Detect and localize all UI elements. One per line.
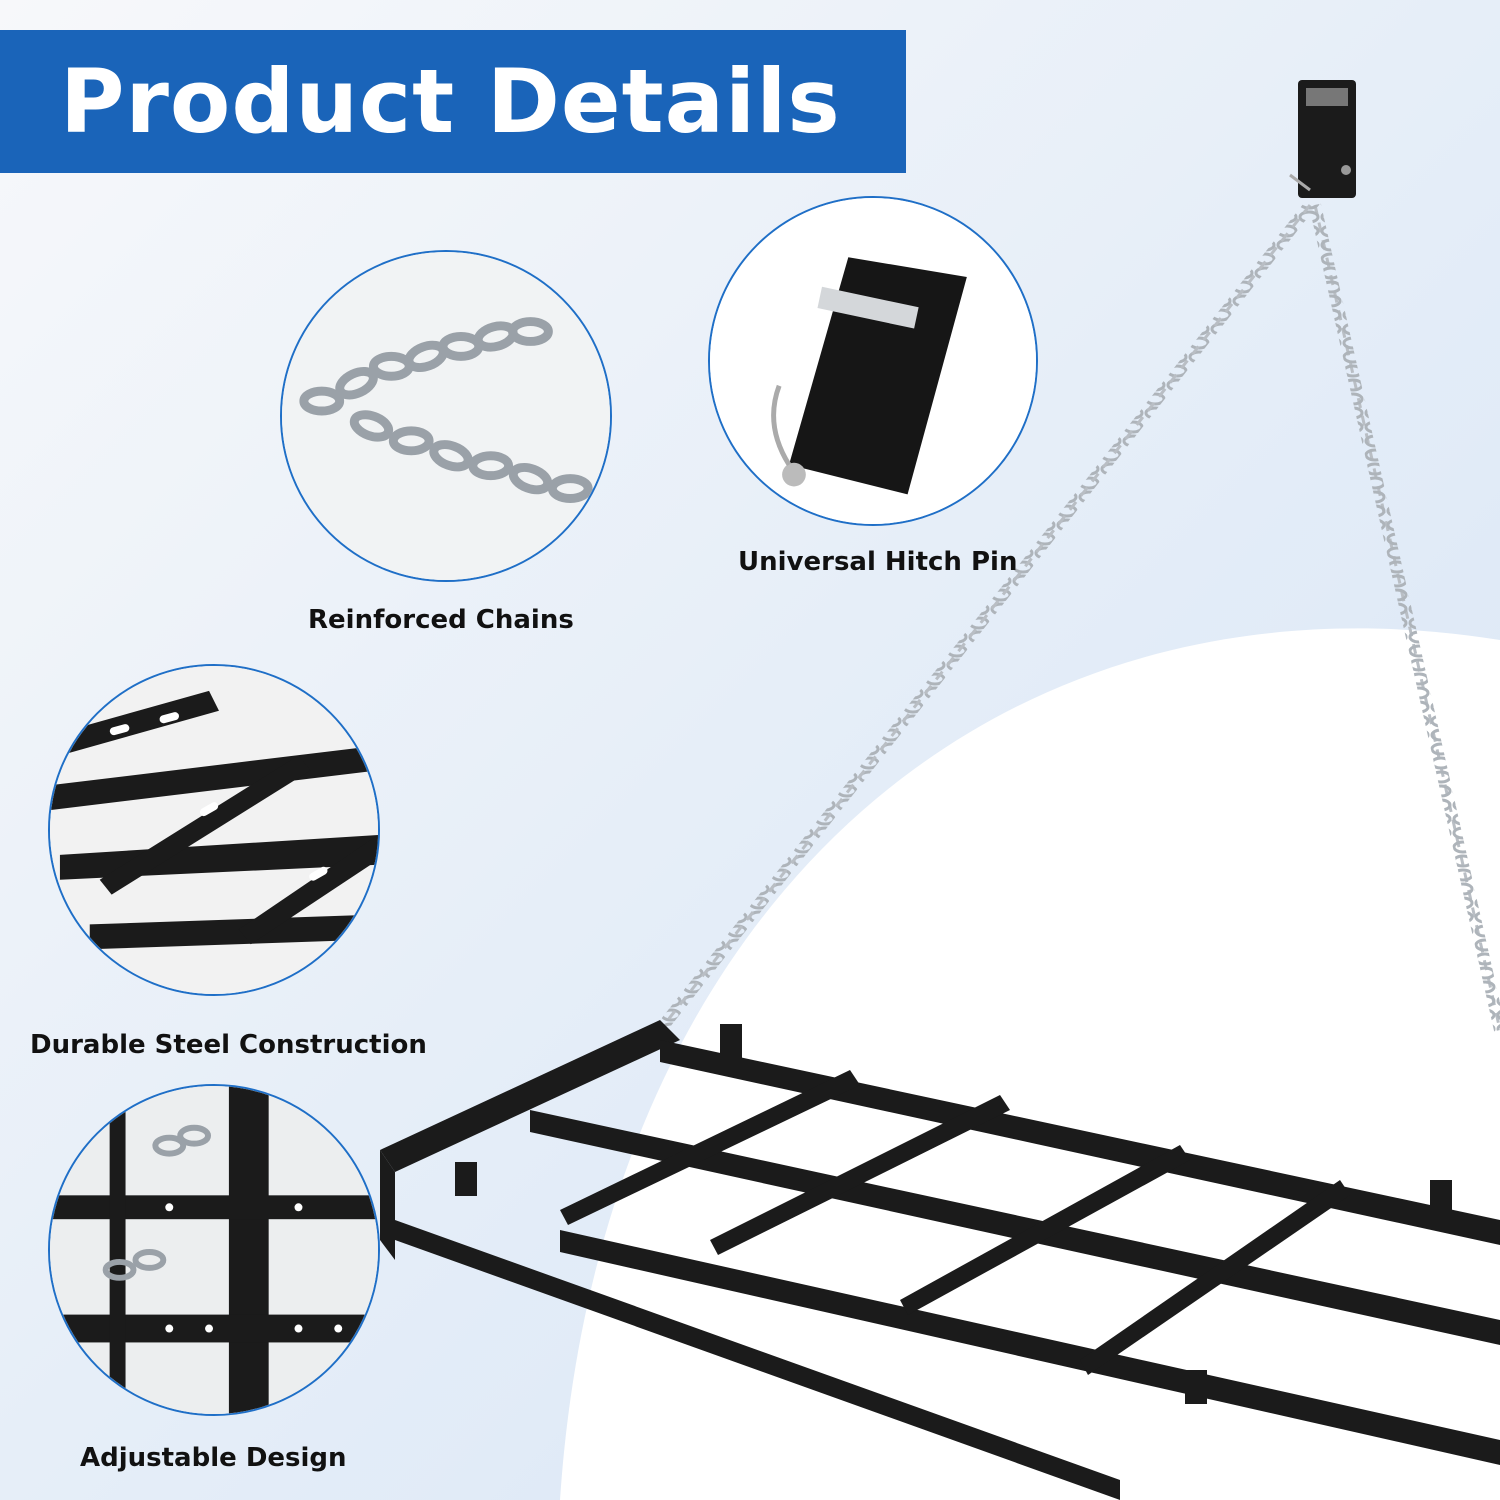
page-title: Product Details [60,50,841,153]
steel-frame-icon [50,666,378,994]
feature-label-hitch-pin: Universal Hitch Pin [738,547,1018,577]
hitch-bracket [1289,80,1356,198]
feature-label-adjustable-design: Adjustable Design [80,1443,347,1473]
feature-label-chains: Reinforced Chains [308,605,574,635]
hitch-pin-icon [710,198,1036,524]
chain-detail-thumbnail [280,250,612,582]
chain-detail-icon [282,252,610,580]
adjustable-design-detail-thumbnail [48,1084,380,1416]
steel-construction-detail-thumbnail [48,664,380,996]
header-banner: Product Details [0,30,906,173]
adjustable-frame-icon [50,1086,378,1414]
hitch-pin-detail-thumbnail [708,196,1038,526]
steel-drag-frame [380,1020,1500,1500]
feature-label-steel-construction: Durable Steel Construction [30,1030,427,1060]
chains [655,201,1500,1034]
